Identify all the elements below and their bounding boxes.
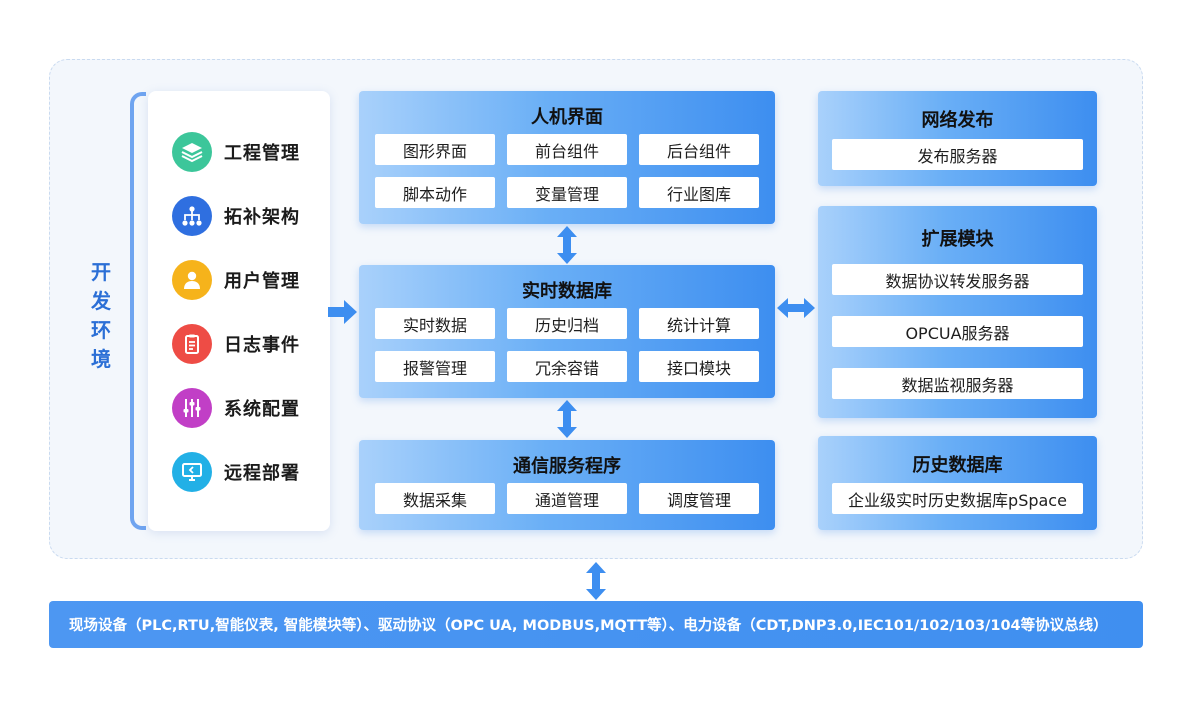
module-title: 扩展模块 bbox=[921, 229, 994, 250]
monitor-icon bbox=[172, 452, 212, 492]
hmi-module: 人机界面 图形界面 前台组件 后台组件 脚本动作 变量管理 行业图库 bbox=[359, 91, 775, 224]
tool-label: 日志事件 bbox=[224, 335, 300, 356]
tools-panel: 工程管理 拓补架构 用户管理 日志事件 系统配置 远程部署 bbox=[148, 91, 330, 531]
module-title: 通信服务程序 bbox=[513, 456, 621, 477]
module-item[interactable]: 通道管理 bbox=[507, 483, 627, 514]
module-title: 实时数据库 bbox=[522, 281, 612, 302]
module-item[interactable]: 企业级实时历史数据库pSpace bbox=[832, 483, 1083, 514]
module-item[interactable]: 历史归档 bbox=[507, 308, 627, 339]
module-item[interactable]: 发布服务器 bbox=[832, 139, 1083, 170]
double-arrow-vertical-icon bbox=[557, 226, 577, 264]
tool-user-management[interactable]: 用户管理 bbox=[172, 259, 300, 301]
double-arrow-vertical-icon bbox=[586, 562, 606, 600]
module-item[interactable]: 后台组件 bbox=[639, 134, 759, 165]
tool-project-management[interactable]: 工程管理 bbox=[172, 131, 300, 173]
bracket-line bbox=[130, 92, 146, 530]
module-title: 人机界面 bbox=[531, 107, 603, 128]
module-item[interactable]: 前台组件 bbox=[507, 134, 627, 165]
tool-topology[interactable]: 拓补架构 bbox=[172, 195, 300, 237]
tool-system-config[interactable]: 系统配置 bbox=[172, 387, 300, 429]
user-icon bbox=[172, 260, 212, 300]
module-item[interactable]: 脚本动作 bbox=[375, 177, 495, 208]
tool-remote-deploy[interactable]: 远程部署 bbox=[172, 451, 300, 493]
module-item[interactable]: 变量管理 bbox=[507, 177, 627, 208]
module-item[interactable]: 数据协议转发服务器 bbox=[832, 264, 1083, 295]
module-item[interactable]: 数据监视服务器 bbox=[832, 368, 1083, 399]
module-item[interactable]: 冗余容错 bbox=[507, 351, 627, 382]
tool-label: 用户管理 bbox=[224, 271, 300, 292]
module-item[interactable]: OPCUA服务器 bbox=[832, 316, 1083, 347]
web-publish-module: 网络发布 发布服务器 bbox=[818, 91, 1097, 186]
field-devices-bar: 现场设备（PLC,RTU,智能仪表, 智能模块等）、驱动协议（OPC UA, M… bbox=[49, 601, 1143, 648]
module-title: 历史数据库 bbox=[912, 455, 1003, 476]
layers-icon bbox=[172, 132, 212, 172]
comm-module: 通信服务程序 数据采集 通道管理 调度管理 bbox=[359, 440, 775, 530]
extension-module: 扩展模块 数据协议转发服务器 OPCUA服务器 数据监视服务器 bbox=[818, 206, 1097, 418]
module-item[interactable]: 实时数据 bbox=[375, 308, 495, 339]
module-item[interactable]: 数据采集 bbox=[375, 483, 495, 514]
topology-icon bbox=[172, 196, 212, 236]
module-item[interactable]: 报警管理 bbox=[375, 351, 495, 382]
log-icon bbox=[172, 324, 212, 364]
module-item[interactable]: 接口模块 bbox=[639, 351, 759, 382]
module-item[interactable]: 图形界面 bbox=[375, 134, 495, 165]
module-item[interactable]: 调度管理 bbox=[639, 483, 759, 514]
tool-label: 远程部署 bbox=[224, 463, 300, 484]
arrow-right-icon bbox=[328, 300, 357, 324]
history-db-module: 历史数据库 企业级实时历史数据库pSpace bbox=[818, 436, 1097, 530]
rtdb-module: 实时数据库 实时数据 历史归档 统计计算 报警管理 冗余容错 接口模块 bbox=[359, 265, 775, 398]
tool-label: 工程管理 bbox=[224, 143, 300, 164]
tool-log-events[interactable]: 日志事件 bbox=[172, 323, 300, 365]
dev-environment-label: 开发环境 bbox=[91, 260, 111, 371]
tool-label: 系统配置 bbox=[224, 399, 300, 420]
sliders-icon bbox=[172, 388, 212, 428]
field-devices-text: 现场设备（PLC,RTU,智能仪表, 智能模块等）、驱动协议（OPC UA, M… bbox=[69, 618, 1108, 634]
tool-label: 拓补架构 bbox=[224, 207, 300, 228]
module-title: 网络发布 bbox=[921, 110, 994, 131]
double-arrow-horizontal-icon bbox=[777, 298, 815, 318]
module-item[interactable]: 行业图库 bbox=[639, 177, 759, 208]
module-item[interactable]: 统计计算 bbox=[639, 308, 759, 339]
double-arrow-vertical-icon bbox=[557, 400, 577, 438]
